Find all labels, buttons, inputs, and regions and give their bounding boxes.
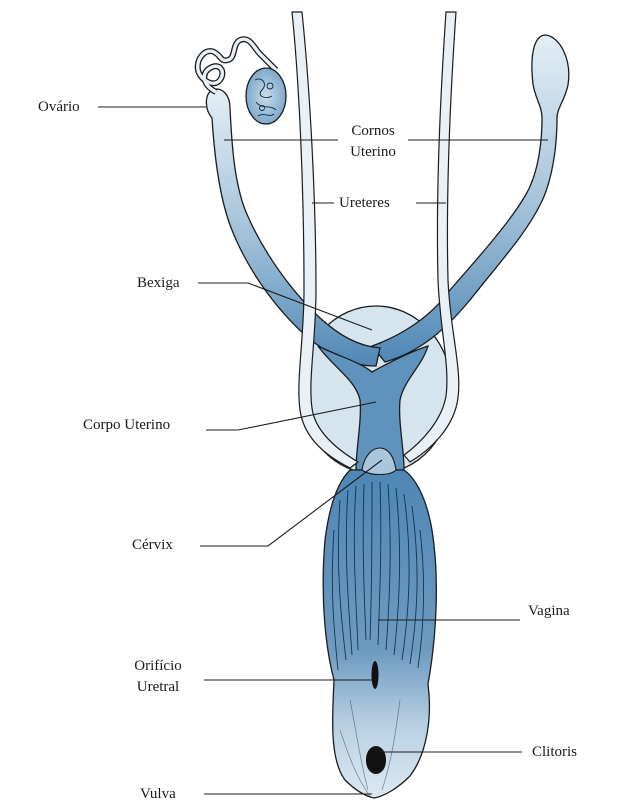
- label-cornos-line2: Uterino: [338, 142, 408, 163]
- label-vagina: Vagina: [528, 601, 570, 622]
- label-corpo-uterino: Corpo Uterino: [83, 415, 170, 436]
- ovary-shape: [246, 68, 286, 124]
- label-bexiga: Bexiga: [137, 273, 180, 294]
- label-cornos-line1: Cornos: [338, 121, 408, 142]
- label-cornos-uterino: Cornos Uterino: [338, 121, 408, 163]
- label-orificio-line1: Orifício: [124, 656, 192, 677]
- label-cervix: Cérvix: [132, 535, 173, 556]
- label-orificio-line2: Uretral: [124, 677, 192, 698]
- label-ureteres: Ureteres: [339, 193, 390, 214]
- label-vulva: Vulva: [140, 784, 176, 805]
- urethral-orifice: [372, 661, 379, 689]
- label-ovario: Ovário: [38, 97, 80, 118]
- label-clitoris: Clitoris: [532, 742, 577, 763]
- clitoris-shape: [366, 746, 386, 774]
- label-orificio-uretral: Orifício Uretral: [124, 656, 192, 698]
